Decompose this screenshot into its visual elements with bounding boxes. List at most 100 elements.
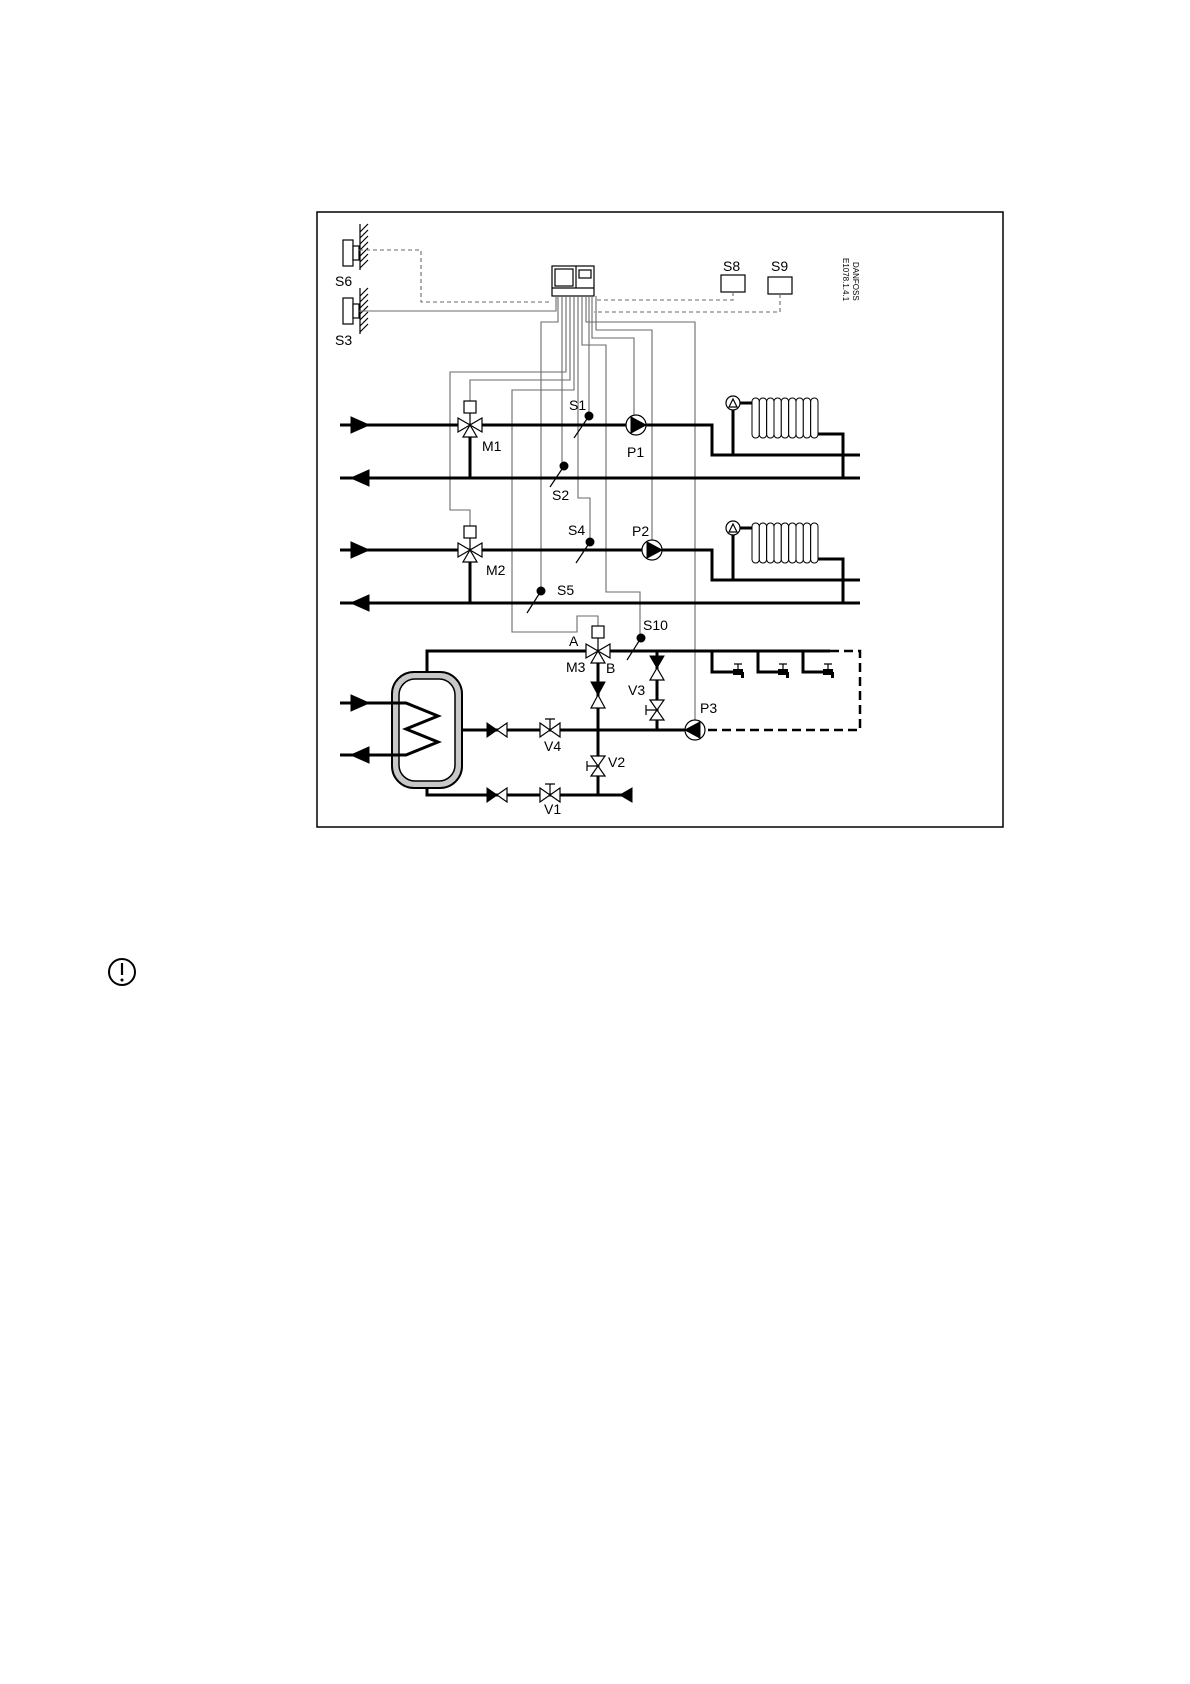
mixing-valve-m2: [458, 526, 482, 562]
valve-v4-right: [550, 723, 560, 737]
sensor-s5: [527, 587, 545, 613]
sensor-s1-dot: [585, 412, 593, 420]
radiator-fin: [796, 398, 803, 438]
notice-icon-dot: [121, 979, 124, 982]
flow-arrow-return-2: [351, 595, 369, 611]
wire-m3: [512, 296, 598, 632]
valve-v2: [587, 756, 605, 776]
label-s10: S10: [643, 617, 668, 633]
sensor-s6: [343, 240, 359, 266]
outdoor-wall: [360, 224, 368, 334]
flow-arrow-return-1: [351, 470, 369, 486]
sensor-s6-body: [343, 240, 353, 266]
radiator-fin: [796, 523, 803, 563]
pipe-cold-inlet: [427, 788, 626, 795]
valve-v1-right: [550, 788, 560, 802]
check-valve-filled: [487, 788, 497, 802]
label-v1: V1: [544, 801, 561, 817]
wall-hatch: [360, 224, 368, 332]
radiator-fin: [789, 523, 796, 563]
cold-inlet-arrow: [620, 788, 632, 802]
check-valve-v3-branch: [650, 656, 664, 680]
sensor-s8-box: [721, 275, 745, 292]
wire-s8: [594, 292, 733, 300]
sensor-s6-mount: [353, 246, 359, 260]
check-valve-cold-inlet: [487, 788, 507, 802]
label-s9: S9: [771, 258, 788, 274]
radiator-fin: [752, 523, 759, 563]
sensor-s2-dot: [560, 462, 568, 470]
wire-s10: [582, 296, 640, 634]
valve-v1: [540, 784, 560, 802]
pump-p3: [685, 720, 705, 740]
radiator-fin: [811, 398, 818, 438]
label-s8: S8: [723, 258, 740, 274]
sensor-s2: [550, 462, 568, 487]
tap-3-handle: [824, 664, 832, 669]
diverting-valve-m3: [586, 626, 610, 663]
wire-s3: [359, 296, 556, 311]
radiator-fin: [767, 398, 774, 438]
label-s6: S6: [335, 273, 352, 289]
radiator-fin: [759, 398, 766, 438]
check-valve-open: [650, 668, 664, 680]
pipe-tap-3: [803, 651, 824, 672]
radiator-fin: [803, 523, 810, 563]
wire-m1: [470, 296, 570, 401]
tap-2: [778, 664, 789, 678]
valve-v3-bottom: [650, 710, 664, 720]
radiator-fin: [811, 523, 818, 563]
radiator-1: [726, 396, 818, 438]
tap-2-spout: [786, 672, 789, 678]
controller-display: [555, 269, 573, 286]
label-v2: V2: [608, 754, 625, 770]
pipe-tap-1: [712, 651, 734, 672]
check-valve-tank-outlet: [487, 723, 507, 737]
label-s2: S2: [552, 487, 569, 503]
label-p2: P2: [632, 523, 649, 539]
pump-p1: [626, 415, 646, 435]
label-m3: M3: [566, 659, 586, 675]
valve-v3: [646, 700, 664, 720]
check-valve-filled: [591, 682, 605, 695]
radiator-fin: [803, 398, 810, 438]
check-valve-open: [591, 695, 605, 708]
check-valve-open: [497, 788, 507, 802]
label-s4: S4: [568, 522, 585, 538]
tap-3-spout: [831, 672, 834, 678]
controller-module: [579, 270, 591, 278]
pump-p2: [642, 540, 662, 560]
actuator-m2: [464, 526, 476, 538]
check-valve-filled: [650, 656, 664, 668]
label-s3: S3: [335, 332, 352, 348]
pipe-dhw-circulation: [706, 651, 860, 730]
radiator-fin: [752, 398, 759, 438]
radiator-fin: [774, 523, 781, 563]
sensor-s3-mount: [353, 304, 359, 318]
check-valve-m3-branch: [591, 682, 605, 708]
sensor-s3: [343, 298, 359, 324]
figure-code: E1078.1.4.1: [841, 258, 850, 302]
pipe-tap-2: [758, 651, 779, 672]
tap-1: [733, 664, 744, 678]
actuator-m1: [464, 401, 476, 413]
valve-v4: [540, 719, 560, 737]
radiator-fin: [781, 398, 788, 438]
label-m1: M1: [482, 438, 502, 454]
controller: [552, 266, 594, 296]
schematic-figure: S6 S3 S8 S9 S1 P1 M1 S2 S4 P2 M2 S5 A S1…: [317, 212, 1003, 827]
dhw-storage-tank: [392, 672, 462, 788]
label-s1: S1: [569, 397, 586, 413]
sensor-s10-dot: [637, 634, 645, 642]
radiator-fin: [767, 523, 774, 563]
wire-s9: [594, 294, 780, 312]
label-v4: V4: [544, 738, 561, 754]
valve-v4-left: [540, 723, 550, 737]
valve-v1-left: [540, 788, 550, 802]
flow-arrow-coil-in: [351, 695, 369, 711]
sensor-s3-body: [343, 298, 353, 324]
check-valve-open: [497, 723, 507, 737]
flow-arrow-coil-out: [351, 747, 369, 763]
tap-1-handle: [734, 664, 742, 669]
